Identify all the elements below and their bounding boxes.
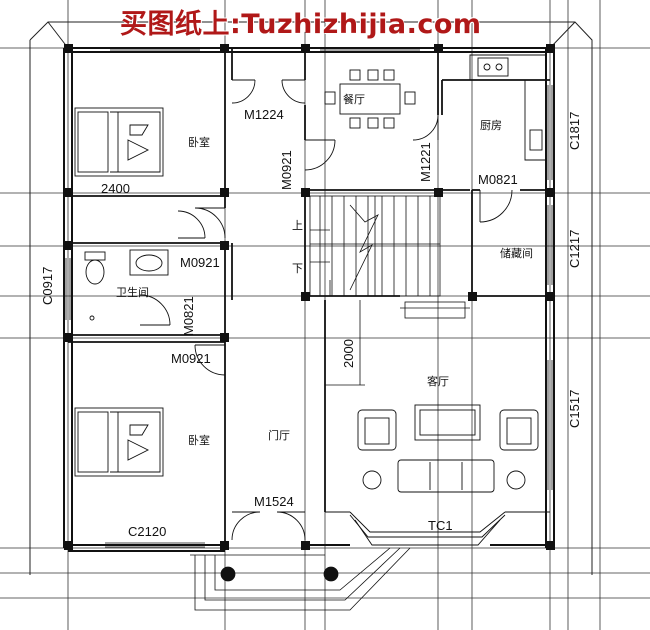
door-code-m0921-c: M0921	[171, 351, 211, 366]
roof-outline	[29, 21, 593, 575]
stairs	[309, 195, 470, 319]
room-label-foyer: 门厅	[268, 428, 290, 442]
watermark: 买图纸上:Tuzhizhijia.com	[120, 9, 482, 40]
window-code-c0917: C0917	[40, 267, 55, 305]
door-code-m0921-a: M0921	[279, 150, 294, 190]
columns	[64, 44, 555, 550]
room-label-dining: 餐厅	[343, 92, 365, 106]
window-code-c1817: C1817	[567, 112, 582, 150]
room-label-bedroom-bottom: 卧室	[188, 433, 210, 447]
bathroom-fixtures	[84, 249, 169, 321]
door-code-m0821-bath: M0821	[181, 296, 196, 336]
door-code-m0921-b: M0921	[180, 255, 220, 270]
entrance-steps	[190, 547, 411, 611]
dimension-2400: 2400	[101, 181, 130, 196]
living-sofas	[357, 404, 539, 493]
bay-window	[325, 511, 550, 546]
dimension-2000: 2000	[341, 339, 356, 368]
stair-up-label: 上	[292, 219, 303, 232]
dimension-lines	[72, 195, 365, 386]
room-label-living: 客厅	[427, 374, 449, 388]
room-label-bedroom-top: 卧室	[188, 135, 210, 149]
room-label-kitchen: 厨房	[480, 119, 502, 132]
door-code-m0821-kitchen: M0821	[478, 172, 518, 187]
door-code-m1224: M1224	[244, 107, 284, 122]
windows	[65, 49, 553, 548]
dining-table	[324, 69, 416, 129]
door-code-m1221: M1221	[418, 142, 433, 182]
kitchen-counter	[442, 54, 546, 161]
bed-top	[74, 107, 164, 177]
stair-down-label: 下	[292, 262, 303, 275]
room-label-storage: 储藏间	[500, 246, 533, 260]
window-code-tc1: TC1	[428, 518, 453, 533]
window-code-c1517: C1517	[567, 390, 582, 428]
window-code-c1217: C1217	[567, 230, 582, 268]
door-code-m1524: M1524	[254, 494, 294, 509]
doors	[139, 79, 513, 541]
window-code-c2120: C2120	[128, 524, 166, 539]
room-label-bathroom: 卫生间	[116, 285, 149, 299]
bed-bottom	[74, 407, 164, 477]
